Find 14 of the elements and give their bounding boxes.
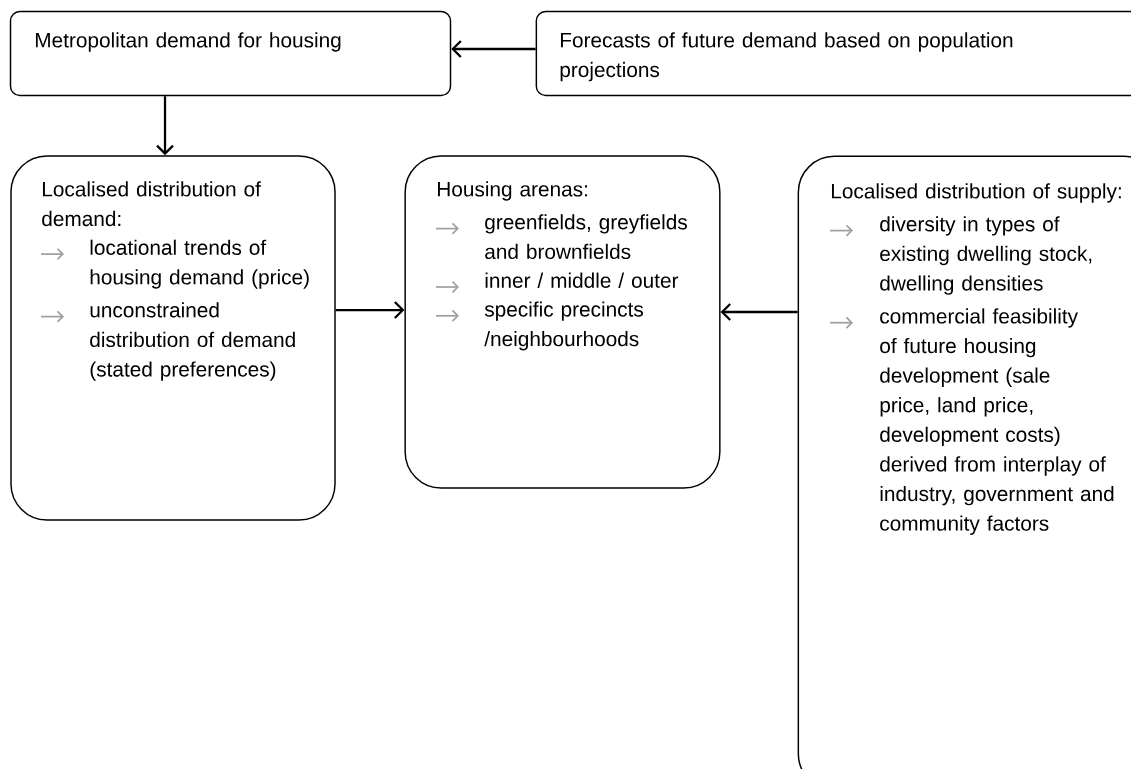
- bullet-text: unconstrained distribution of demand (stated preferences): [90, 302, 295, 381]
- heading-text: Localised distribution of demand:: [42, 181, 261, 227]
- heading-text: Housing arenas:: [438, 181, 587, 201]
- arrow: [335, 301, 405, 319]
- arrow: [451, 40, 536, 58]
- bullet-text: commercial feasibility of future housing development (sale price, land price, development costs) derived from interplay of industry, government and community factors: [880, 308, 1114, 535]
- arrow: [720, 303, 798, 321]
- heading-text: Forecasts of future demand based on population projections: [560, 32, 1013, 82]
- bullet-text: specific precincts /neighbourhoods: [484, 301, 644, 351]
- heading-text: Metropolitan demand for housing: [36, 32, 341, 52]
- heading-text: Localised distribution of supply:: [832, 183, 1121, 203]
- bullet-text: locational trends of housing demand (price): [90, 239, 309, 289]
- bullet-text: inner / middle / outer: [485, 272, 679, 288]
- arrow: [156, 96, 174, 156]
